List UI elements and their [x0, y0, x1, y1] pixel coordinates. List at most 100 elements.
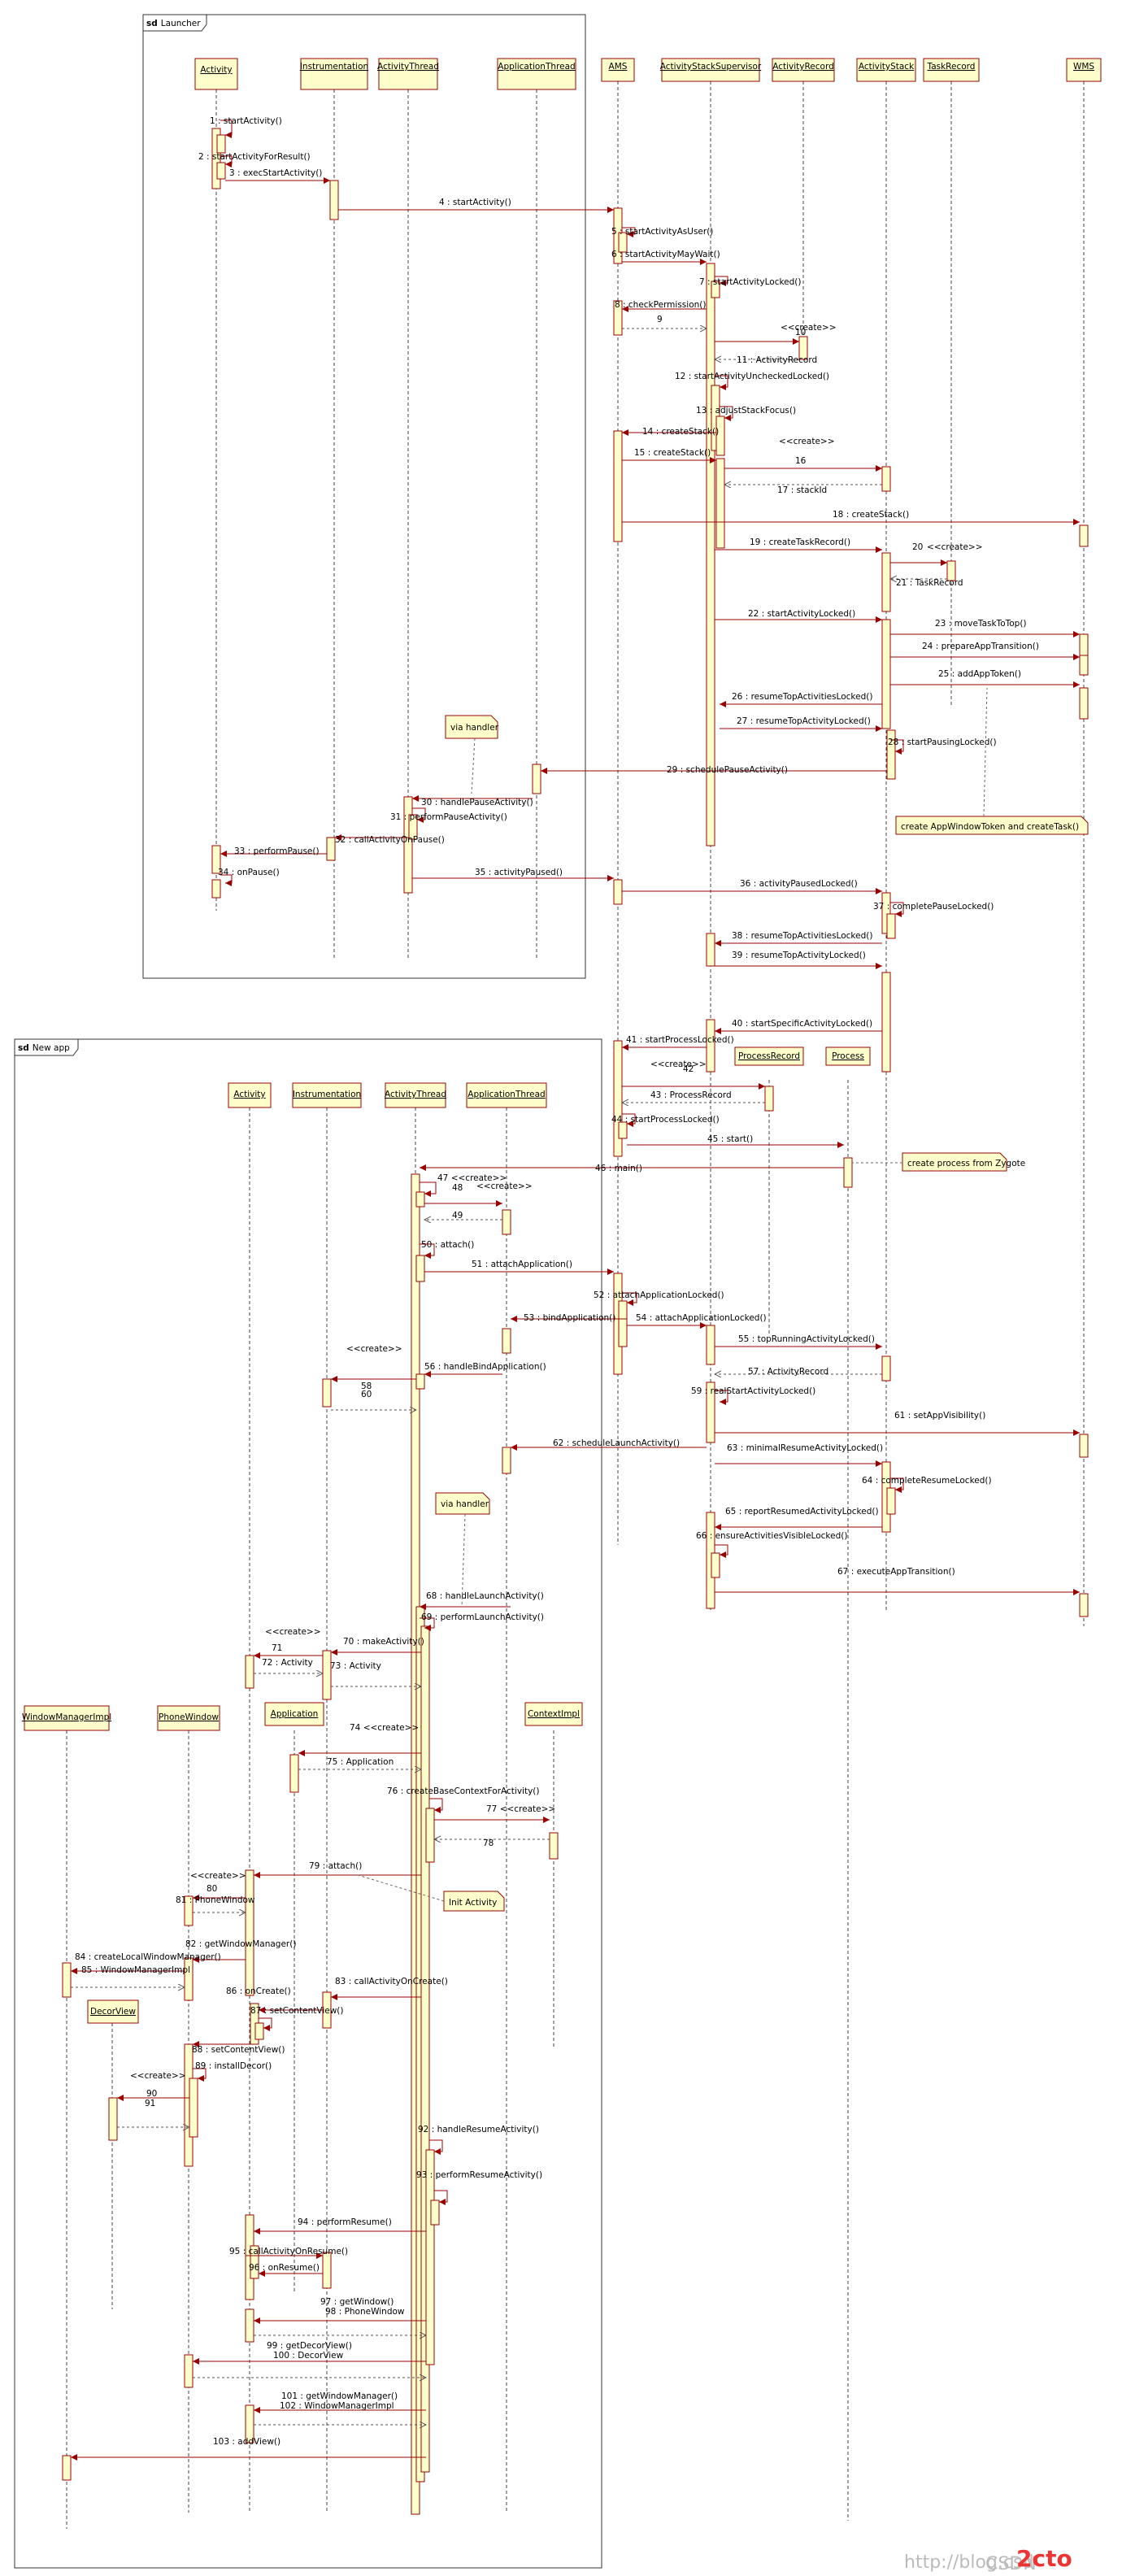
message-label: 26 : resumeTopActivitiesLocked()	[732, 692, 872, 702]
participant-activity-launcher: Activity	[194, 58, 238, 90]
svg-text:Process: Process	[832, 1051, 864, 1061]
frame-launcher-label: Launcher	[161, 19, 201, 28]
message-label: 24 : prepareAppTransition()	[922, 642, 1039, 651]
note-create-token: create AppWindowToken and createTask()	[895, 687, 1089, 835]
message-label: 89 : installDecor()	[195, 2061, 272, 2071]
message-label: 62 : scheduleLaunchActivity()	[553, 1438, 680, 1448]
svg-text:ActivityRecord: ActivityRecord	[772, 62, 834, 72]
svg-text:CSDN: CSDN	[985, 2554, 1037, 2574]
participant-instrumentation-launcher: Instrumentation	[300, 58, 368, 90]
message-label: 98 : PhoneWindow	[325, 2307, 405, 2317]
message-label: 41 : startProcessLocked()	[626, 1035, 734, 1045]
participant-wms: WMS	[1066, 58, 1102, 82]
message-label: <<create>>	[476, 1181, 533, 1191]
svg-text:Application: Application	[271, 1709, 319, 1719]
frame-launcher-tag: sd	[146, 19, 158, 28]
svg-text:http://blog.csd: http://blog.csd	[904, 2552, 1033, 2573]
message-label: 90	[146, 2089, 157, 2099]
message-label: 32 : callActivityOnPause()	[335, 835, 445, 845]
svg-text:Activity: Activity	[200, 65, 232, 75]
message-label: 19 : createTaskRecord()	[750, 537, 850, 547]
message-label: 43 : ProcessRecord	[650, 1090, 732, 1100]
message-label: 28 : startPausingLocked()	[888, 738, 997, 747]
svg-text:ApplicationThread: ApplicationThread	[498, 62, 575, 72]
message-label: 94 : performResume()	[298, 2217, 392, 2227]
svg-text:create process from Zygote: create process from Zygote	[907, 1159, 1025, 1168]
message-label: 21 : TaskRecord	[896, 578, 963, 588]
message-label: 44 : startProcessLocked()	[611, 1115, 720, 1125]
message-label: 40 : startSpecificActivityLocked()	[732, 1019, 872, 1029]
svg-text:ActivityThread: ActivityThread	[377, 62, 439, 72]
message-label: 100 : DecorView	[273, 2351, 344, 2361]
message-label: 16	[795, 456, 807, 466]
participant-activityrecord: ActivityRecord	[772, 58, 835, 82]
svg-text:via handler: via handler	[441, 1499, 489, 1509]
message-label: <<create>>	[190, 1871, 246, 1881]
message-label: 30 : handlePauseActivity()	[421, 798, 533, 807]
message-label: 72 : Activity	[262, 1658, 313, 1668]
frame-new-app-tag: sd	[18, 1043, 29, 1053]
message-label: 79 : attach()	[309, 1861, 362, 1871]
svg-text:Activity: Activity	[233, 1090, 265, 1099]
svg-text:AMS: AMS	[609, 62, 628, 72]
message-label: 33 : performPause()	[234, 846, 320, 856]
message-label: <<create>>	[130, 2071, 186, 2081]
svg-text:TaskRecord: TaskRecord	[927, 62, 976, 72]
svg-text:WMS: WMS	[1073, 62, 1094, 72]
message-label: 73 : Activity	[330, 1661, 381, 1671]
message-label: 10	[795, 328, 806, 337]
message-label: 76 : createBaseContextForActivity()	[387, 1786, 539, 1796]
message-label: 68 : handleLaunchActivity()	[426, 1591, 544, 1601]
message-label: 84 : createLocalWindowManager()	[75, 1952, 221, 1962]
message-label: 17 : stackId	[777, 485, 827, 495]
message-label: 47 <<create>>	[437, 1173, 507, 1183]
message-label: 15 : createStack()	[634, 448, 711, 458]
participant-contextimpl: ContextImpl	[524, 1702, 583, 1726]
message-label: 60	[361, 1390, 372, 1399]
message-label: 66 : ensureActivitiesVisibleLocked()	[696, 1531, 847, 1541]
participant-applicationthread-newapp: ApplicationThread	[466, 1082, 547, 1108]
message-label: 101 : getWindowManager()	[281, 2391, 398, 2401]
message-label: 35 : activityPaused()	[475, 868, 563, 877]
message-label: 102 : WindowManagerImpl	[280, 2401, 394, 2411]
svg-text:ContextImpl: ContextImpl	[528, 1709, 580, 1719]
message-label: 74 <<create>>	[350, 1723, 419, 1733]
message-label: 11 : ActivityRecord	[737, 355, 817, 365]
message-label: 13 : adjustStackFocus()	[696, 406, 796, 416]
message-label: 45 : start()	[707, 1134, 753, 1144]
message-label: 52 : attachApplicationLocked()	[594, 1290, 724, 1300]
message-label: 63 : minimalResumeActivityLocked()	[727, 1443, 883, 1453]
message-label: 82 : getWindowManager()	[185, 1939, 296, 1949]
note-create-process: create process from Zygote	[852, 1152, 1025, 1172]
message-label: 48	[452, 1183, 463, 1193]
message-label: 7 : startActivityLocked()	[699, 277, 802, 287]
message-label: 34 : onPause()	[218, 868, 280, 877]
participant-instrumentation-newapp: Instrumentation	[292, 1082, 362, 1108]
message-label: 25 : addAppToken()	[938, 669, 1021, 679]
message-label: 29 : schedulePauseActivity()	[667, 765, 788, 775]
svg-text:PhoneWindow: PhoneWindow	[159, 1712, 219, 1722]
message-label: 61 : setAppVisibility()	[894, 1411, 985, 1421]
message-label: 59 : realStartActivityLocked()	[691, 1386, 815, 1396]
message-label: 46 : main()	[595, 1164, 642, 1173]
message-label: 14 : createStack()	[642, 427, 719, 437]
participant-activitythread-newapp: ActivityThread	[385, 1082, 446, 1108]
message-label: 85 : WindowManagerImpl	[81, 1965, 190, 1975]
note-init-activity: Init Activity	[357, 1874, 505, 1912]
message-label: 4 : startActivity()	[439, 198, 511, 207]
message-label: 5 : startActivityAsUser()	[611, 227, 713, 237]
message-label: 71	[272, 1643, 282, 1653]
message-label: 27 : resumeTopActivityLocked()	[737, 716, 871, 726]
message-label: 2 : startActivityForResult()	[198, 152, 311, 162]
message-label: 22 : startActivityLocked()	[748, 609, 855, 619]
note-via-handler-2: via handler	[435, 1492, 490, 1608]
message-label: 67 : executeAppTransition()	[837, 1567, 955, 1577]
message-label: 87 : setContentView()	[250, 2006, 344, 2016]
message-arrows	[71, 120, 1080, 2461]
message-label: 55 : topRunningActivityLocked()	[738, 1334, 875, 1344]
message-label: 78	[483, 1838, 494, 1848]
message-label: 49	[452, 1211, 463, 1221]
